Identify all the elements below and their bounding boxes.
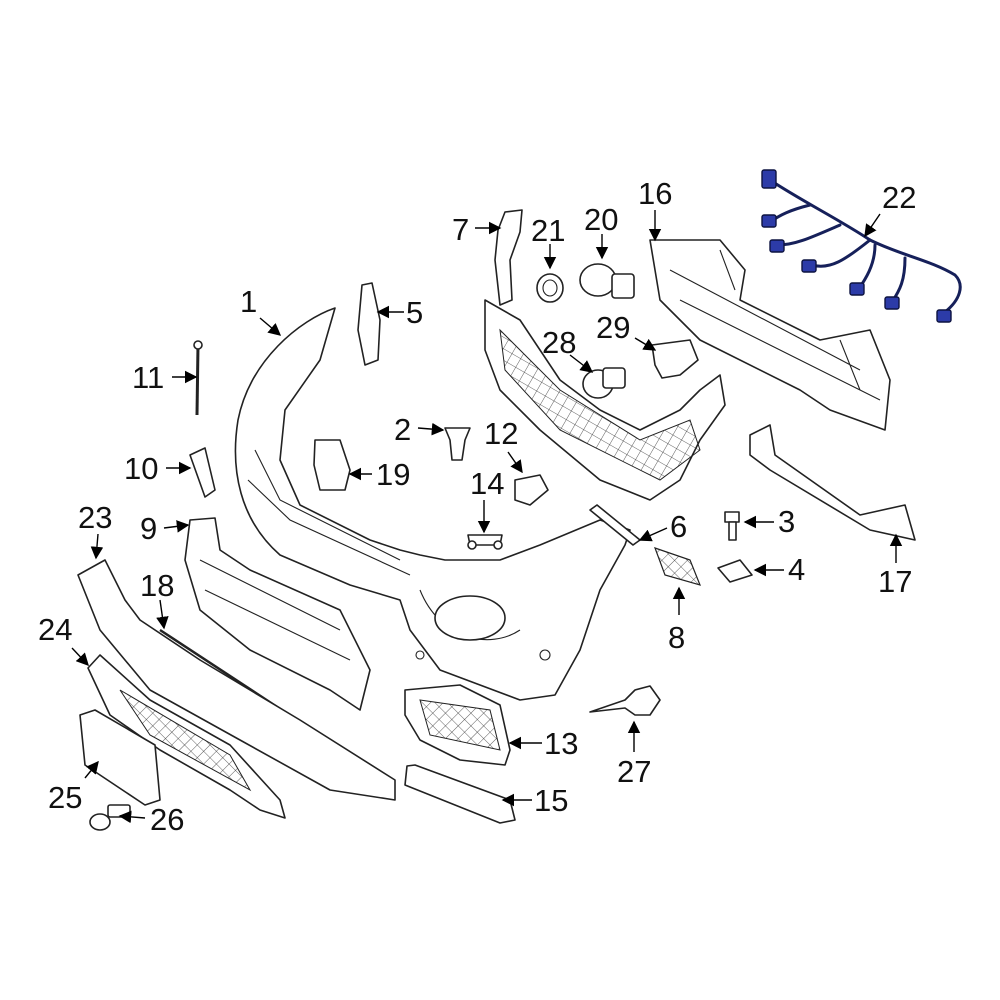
leader-2: [417, 422, 445, 436]
callout-labels: 1 2 3 4 5 6 7 8 9 10 11 12 13 14 15 16 1…: [38, 176, 916, 837]
leader-12: [507, 451, 523, 474]
part-3-bolt: [724, 511, 740, 541]
callout-25: 25: [48, 780, 82, 815]
part-7-carrier-arm: [494, 209, 523, 306]
part-26-bolt: [89, 804, 131, 831]
part-21-sensor-ring: [536, 273, 564, 303]
part-12-cover-cap: [514, 474, 549, 506]
part-20-parking-sensor: [579, 263, 635, 299]
part-1-bumper-cover: [234, 307, 631, 701]
grille-carrier: [484, 299, 726, 501]
leader-23: [90, 533, 104, 560]
leader-6: [638, 527, 668, 542]
callout-29: 29: [596, 310, 630, 345]
callout-22: 22: [882, 180, 916, 215]
callout-10: 10: [124, 451, 158, 486]
callout-1: 1: [240, 284, 257, 319]
leader-26: [118, 810, 146, 824]
callout-23: 23: [78, 500, 112, 535]
part-22-wiring-harness: [761, 169, 962, 323]
leader-22: [864, 213, 881, 238]
callout-17: 17: [878, 564, 912, 599]
callout-8: 8: [668, 620, 685, 655]
callout-14: 14: [470, 466, 504, 501]
callout-6: 6: [670, 509, 687, 544]
callout-7: 7: [452, 212, 469, 247]
part-19-sensor-module: [313, 439, 351, 491]
callout-26: 26: [150, 802, 184, 837]
part-4-clip-nut: [717, 559, 753, 583]
leader-lines: [71, 210, 903, 824]
callout-5: 5: [406, 295, 423, 330]
part-13-fog-grille: [404, 684, 511, 766]
callout-20: 20: [584, 202, 618, 237]
callout-24: 24: [38, 612, 72, 647]
part-14-clip: [467, 534, 503, 550]
callout-19: 19: [376, 457, 410, 492]
callout-18: 18: [140, 568, 174, 603]
part-9-energy-absorber: [184, 517, 371, 711]
leader-1: [259, 317, 282, 336]
part-17-lower-bracket: [749, 424, 916, 541]
part-2-clip: [444, 427, 471, 461]
leader-9: [163, 520, 190, 533]
callout-3: 3: [778, 504, 795, 539]
part-16-bumper-carrier: [649, 239, 891, 431]
part-24-lower-grille: [87, 654, 286, 819]
part-25-plate-bracket: [79, 709, 161, 806]
leader-28: [569, 354, 594, 373]
callout-12: 12: [484, 416, 518, 451]
part-23-lower-spoiler: [77, 559, 396, 801]
callout-4: 4: [788, 552, 805, 587]
callout-21: 21: [531, 213, 565, 248]
callout-13: 13: [544, 726, 578, 761]
part-29-sensor-bracket: [651, 339, 699, 379]
callout-16: 16: [638, 176, 672, 211]
leader-24: [71, 647, 89, 667]
part-27-washer-nozzle: [589, 685, 661, 716]
callout-15: 15: [534, 783, 568, 818]
callout-11: 11: [132, 360, 164, 395]
leader-29: [634, 337, 657, 351]
part-10-bracket: [189, 447, 216, 498]
part-8-mesh-insert: [653, 547, 702, 586]
part-5-bracket: [357, 282, 381, 366]
callout-9: 9: [140, 511, 157, 546]
part-15-lower-cover: [404, 764, 516, 824]
callout-28: 28: [542, 325, 576, 360]
leader-25: [84, 760, 99, 779]
part-11-rod: [193, 340, 203, 416]
callout-2: 2: [394, 412, 411, 447]
leader-18: [156, 599, 169, 630]
part-28-sensor: [582, 367, 626, 399]
callout-27: 27: [617, 754, 651, 789]
